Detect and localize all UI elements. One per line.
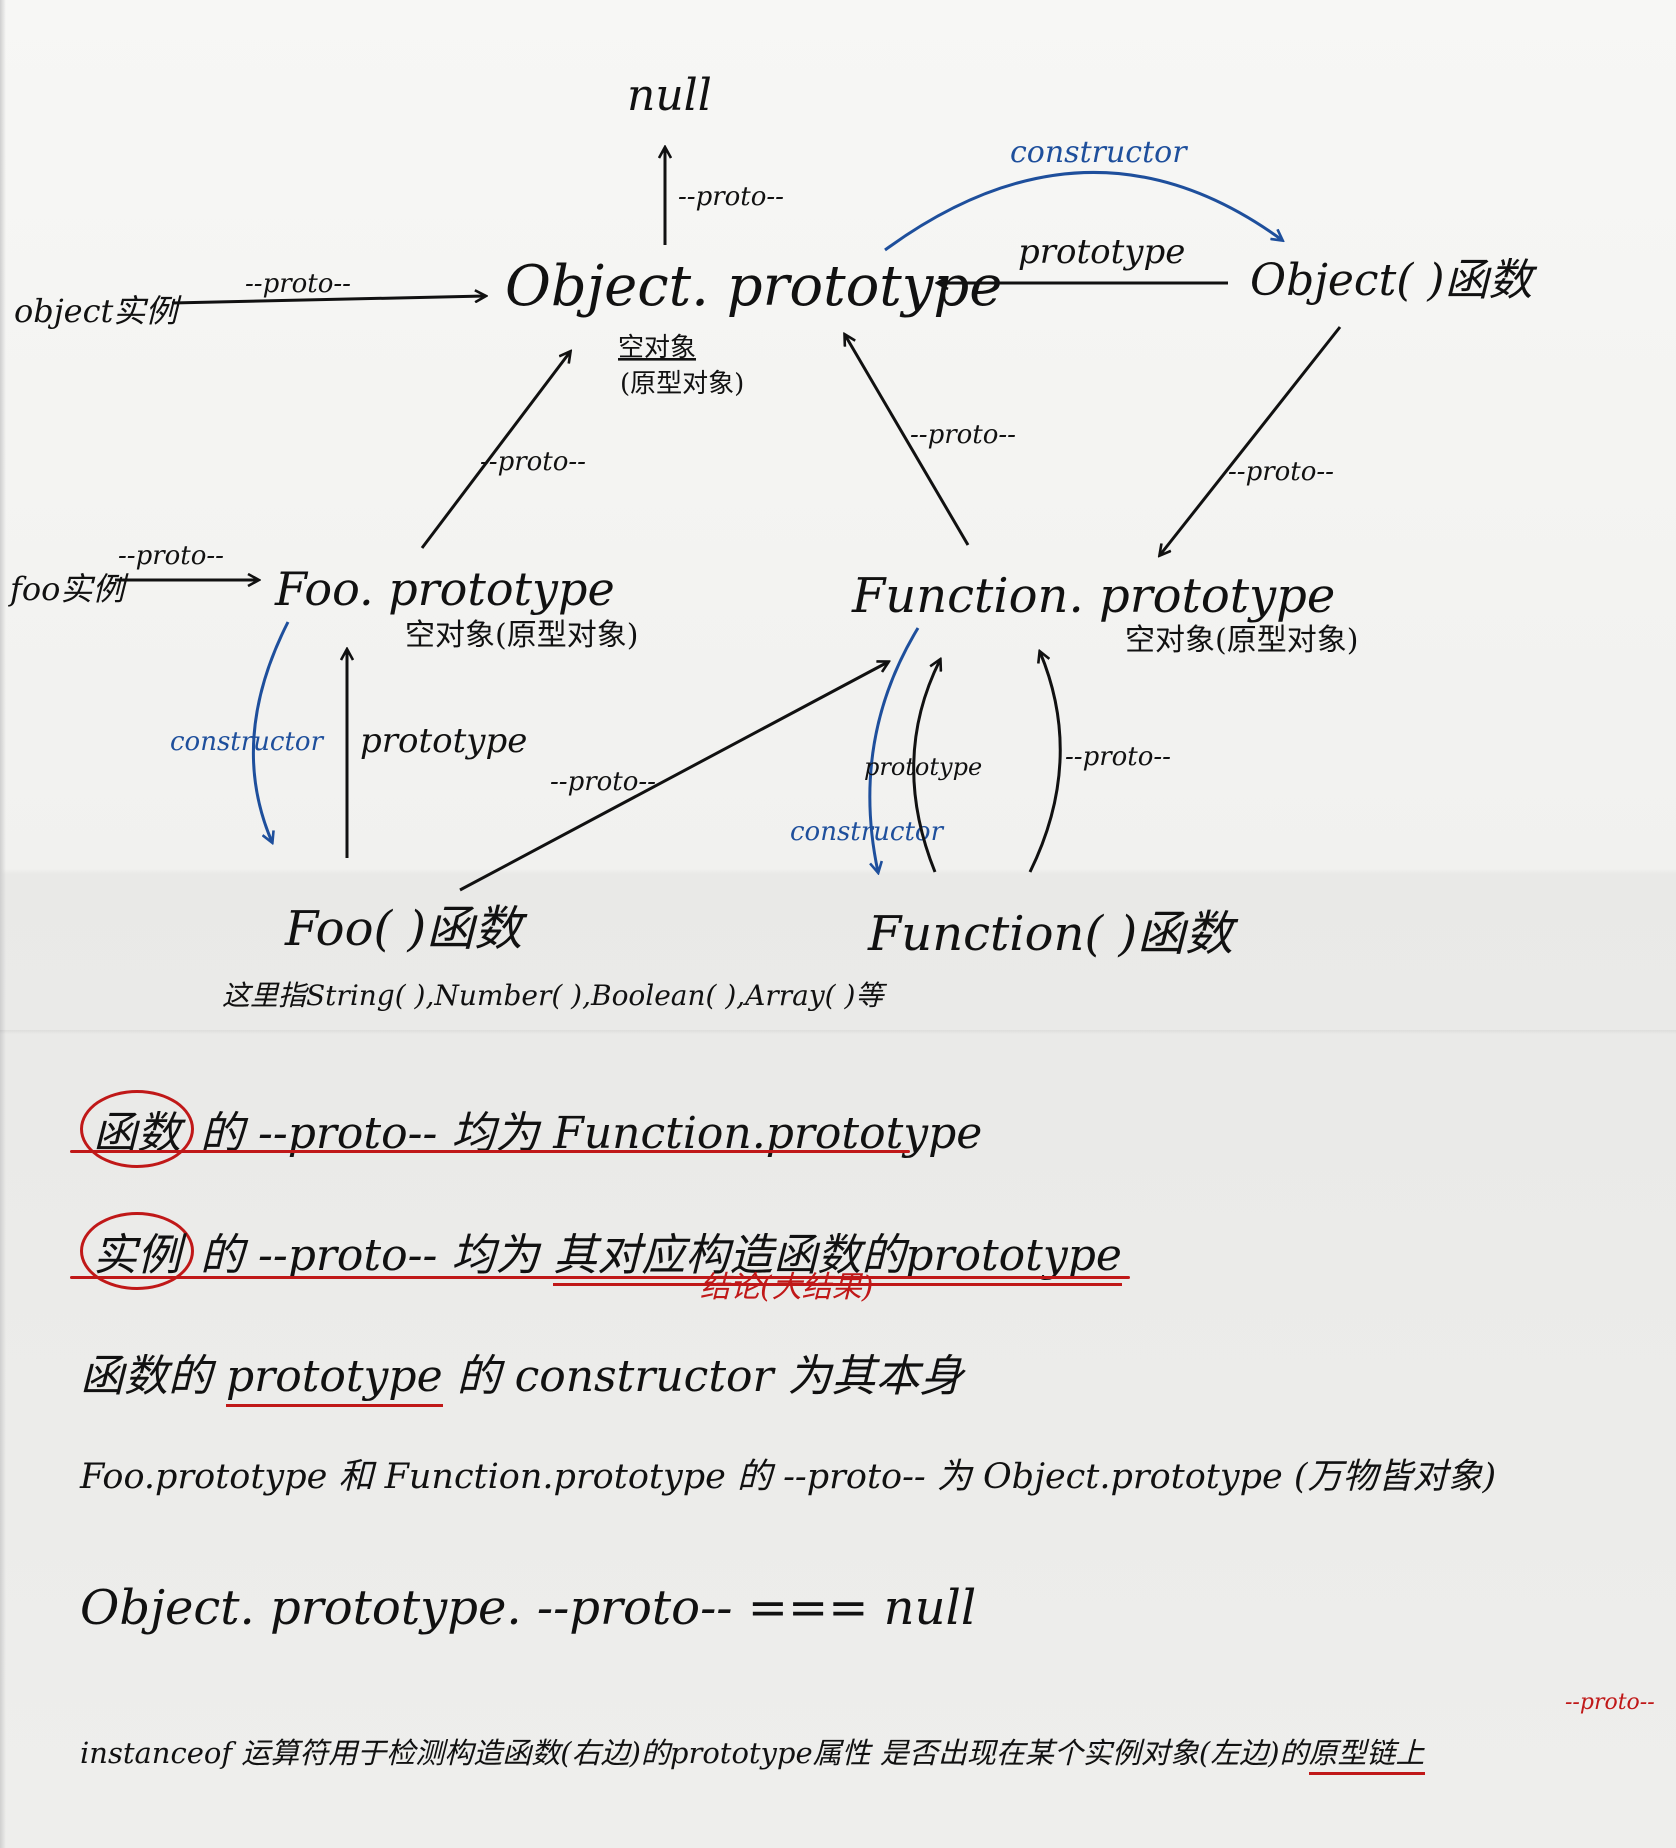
- edge-label-prototype-fooctor: prototype: [360, 721, 527, 761]
- node-foo-prototype-note: 空对象(原型对象): [405, 618, 638, 653]
- edge-funcctor-prototype-funcproto: [912, 660, 940, 873]
- edge-label-proto-objctor: --proto--: [1228, 457, 1334, 487]
- node-function-prototype: Function. prototype: [851, 568, 1335, 624]
- edge-fooproto-constructor-fooctor: [251, 621, 290, 842]
- edge-label-constructor-fooproto: constructor: [170, 727, 325, 757]
- edge-label-proto-funcproto: --proto--: [910, 420, 1016, 450]
- note-3: 函数的 prototype 的 constructor 为其本身: [80, 1340, 964, 1407]
- edge-label-proto-null: --proto--: [678, 182, 784, 212]
- edge-label-prototype-funcctor: prototype: [864, 753, 982, 781]
- note-5: Object. prototype. --proto-- === null: [80, 1580, 976, 1636]
- node-object-instance: object实例: [14, 292, 182, 330]
- note-6: instanceof 运算符用于检测构造函数(右边)的prototype属性 是…: [80, 1730, 1425, 1775]
- note-1-red-underline: [70, 1150, 910, 1153]
- note-2: 实例的 --proto-- 均为 其对应构造函数的prototype: [80, 1212, 1122, 1290]
- note-1-ring: 函数: [80, 1090, 194, 1168]
- note-1: 函数的 --proto-- 均为 Function.prototype: [80, 1090, 982, 1168]
- edge-label-proto-fooinstance: --proto--: [118, 541, 224, 571]
- node-foo-ctor-note: 这里指String( ),Number( ),Boolean( ),Array(…: [222, 979, 887, 1012]
- note-5-text: Object. prototype. --proto-- === null: [80, 1580, 977, 1636]
- note-3-post: 的 constructor 为其本身: [442, 1351, 964, 1402]
- note-4: Foo.prototype 和 Function.prototype 的 --p…: [80, 1448, 1496, 1499]
- note-3-underlined: prototype: [226, 1351, 443, 1407]
- note-4-text: Foo.prototype 和 Function.prototype 的 --p…: [80, 1457, 1497, 1497]
- note-2-red-underline: [70, 1276, 1130, 1279]
- edge-funcproto-constructor-funcctor: [868, 627, 920, 872]
- node-object-prototype-note: 空对象: [618, 333, 696, 363]
- paper-fold-line: [0, 1030, 1676, 1034]
- edge-label-proto-fooproto: --proto--: [480, 447, 586, 477]
- note-6-tail: 原型链上: [1308, 1736, 1425, 1775]
- node-foo-prototype: Foo. prototype: [274, 562, 615, 616]
- note-6-tail-annotation: --proto--: [1565, 1690, 1655, 1715]
- edge-funcctor-proto-funcproto: [1028, 652, 1062, 873]
- edge-fooproto-to-objproto: [420, 352, 570, 549]
- edge-label-proto-objinstance: --proto--: [245, 269, 351, 299]
- node-object-prototype-note2: (原型对象): [620, 369, 744, 399]
- edge-label-proto-fooctor: --proto--: [550, 767, 656, 797]
- node-foo-ctor: Foo( )函数: [284, 901, 528, 957]
- edge-label-proto-funcctor: --proto--: [1065, 742, 1171, 772]
- note-2-ring: 实例: [80, 1212, 194, 1290]
- edge-objproto-constructor-objctor: [884, 171, 1282, 252]
- note-2-text-b: 其对应构造函数的prototype: [553, 1230, 1122, 1286]
- edge-label-prototype-objctor: prototype: [1018, 232, 1185, 272]
- note-2-annotation: 结论(大结果): [700, 1270, 874, 1305]
- node-object-prototype: Object. prototype: [505, 254, 1002, 319]
- edge-funcproto-to-objproto: [845, 335, 970, 546]
- node-foo-instance: foo实例: [8, 570, 129, 608]
- node-object-ctor: Object( )函数: [1250, 255, 1538, 306]
- node-function-prototype-note: 空对象(原型对象): [1125, 623, 1358, 658]
- note-6-pre: instanceof 运算符用于检测构造函数(右边)的prototype属性 是…: [80, 1736, 1309, 1770]
- edge-label-constructor-objproto: constructor: [1010, 135, 1188, 170]
- note-2-text-a: 的 --proto-- 均为: [200, 1230, 554, 1281]
- edge-objctor-to-funcproto: [1160, 326, 1342, 555]
- note-3-pre: 函数的: [80, 1351, 226, 1402]
- node-function-ctor: Function( )函数: [867, 906, 1239, 962]
- edge-fooctor-to-funcproto: [459, 662, 888, 892]
- paper-edge-shadow: [0, 0, 6, 1848]
- node-null: null: [627, 70, 712, 121]
- edge-objinstance-to-objproto: [171, 296, 485, 305]
